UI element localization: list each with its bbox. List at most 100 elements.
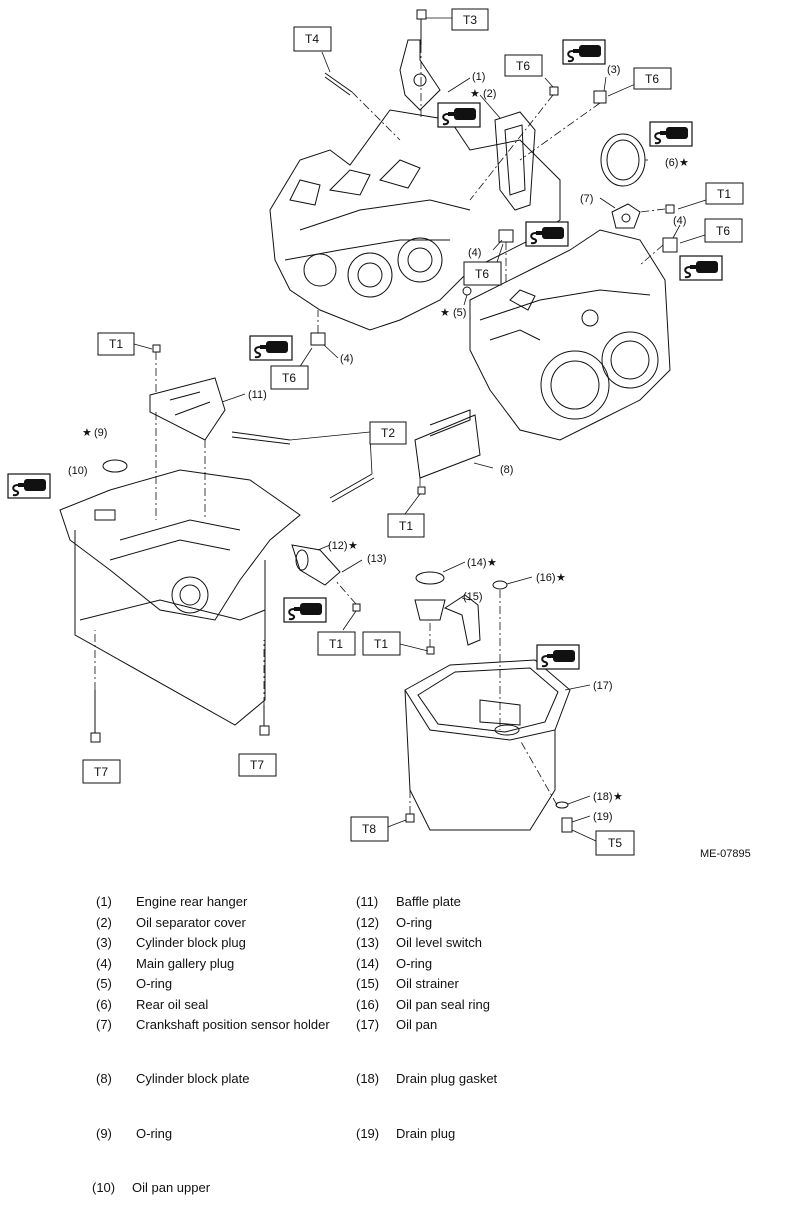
- part-callouts: (1) (2) ★ (3) (6) ★ (7) (4) (4) (5) ★ (4…: [68, 64, 689, 823]
- svg-text:T4: T4: [305, 32, 319, 46]
- callout-13: (13): [367, 553, 387, 565]
- upper-block-outline: [269, 109, 561, 331]
- legend-name: Oil strainer: [396, 976, 459, 991]
- svg-text:T1: T1: [374, 637, 388, 651]
- callout-9: (9): [94, 427, 107, 439]
- legend-name: Oil pan upper: [132, 1180, 211, 1195]
- legend-number: (11): [356, 894, 379, 909]
- svg-text:T2: T2: [381, 426, 395, 440]
- legend-number: (10): [92, 1180, 116, 1195]
- callout-16: (16): [536, 572, 556, 584]
- legend-name: Baffle plate: [396, 894, 461, 909]
- svg-text:T6: T6: [645, 72, 659, 86]
- sealant-icon: [562, 39, 606, 65]
- callout-2: (2): [483, 88, 496, 100]
- svg-text:T1: T1: [717, 187, 731, 201]
- torque-tag-t6: T6: [463, 261, 502, 286]
- svg-text:T1: T1: [399, 519, 413, 533]
- legend-name: Engine rear hanger: [136, 894, 248, 909]
- oil-level-switch: [291, 544, 341, 586]
- callout-17: (17): [593, 680, 613, 692]
- legend-name: O-ring: [396, 915, 433, 930]
- torque-tag-t5: T5: [595, 830, 635, 856]
- torque-tag-t7: T7: [82, 759, 121, 784]
- callout-14: (14): [467, 557, 487, 569]
- legend-name: O-ring: [396, 956, 433, 971]
- legend-number: (5): [96, 976, 112, 991]
- callout-7: (7): [580, 193, 593, 205]
- callout-19: (19): [593, 811, 613, 823]
- star-14: ★: [487, 557, 497, 569]
- star-16: ★: [556, 572, 566, 584]
- callout-4: (4): [468, 247, 481, 259]
- torque-tag-t6: T6: [504, 54, 543, 77]
- legend-name: Rear oil seal: [136, 997, 209, 1012]
- sealant-icon: [437, 102, 481, 128]
- legend-number: (14): [356, 956, 380, 971]
- legend-name: Cylinder block plug: [136, 935, 246, 950]
- legend-name: Main gallery plug: [136, 956, 235, 971]
- svg-text:T6: T6: [475, 267, 489, 281]
- sealant-icon: [679, 255, 723, 281]
- svg-text:T1: T1: [329, 637, 343, 651]
- callout-10: (10): [68, 465, 88, 477]
- crank-sensor-holder: [611, 203, 641, 229]
- legend-number: (8): [96, 1071, 112, 1086]
- fasteners: [90, 9, 678, 823]
- legend-name: Oil separator cover: [136, 915, 246, 930]
- legend-name: Crankshaft position sensor holder: [136, 1017, 330, 1032]
- legend-number: (9): [96, 1126, 112, 1141]
- sealant-icon: [283, 597, 327, 623]
- sealant-icon: [525, 221, 569, 247]
- legend-number: (16): [356, 997, 380, 1012]
- torque-tag-t1: T1: [317, 631, 356, 656]
- oil-pan-upper: [59, 469, 301, 621]
- star-9: ★: [82, 427, 92, 439]
- torque-tag-t3: T3: [451, 8, 489, 31]
- legend-number: (12): [356, 915, 380, 930]
- legend-number: (19): [356, 1126, 380, 1141]
- legend-name: O-ring: [136, 1126, 173, 1141]
- torque-tag-t4: T4: [293, 26, 332, 52]
- rear-oil-seal: [600, 133, 646, 187]
- callout-18: (18): [593, 791, 613, 803]
- baffle-plate: [149, 377, 226, 441]
- leader-lines: [133, 17, 707, 842]
- legend-name: Drain plug gasket: [396, 1071, 498, 1086]
- torque-tag-t6: T6: [704, 218, 743, 243]
- legend-name: O-ring: [136, 976, 173, 991]
- callout-4: (4): [340, 353, 353, 365]
- callout-3: (3): [607, 64, 620, 76]
- star-12: ★: [348, 540, 358, 552]
- parts-legend: (1) Engine rear hanger (2) Oil separator c…: [0, 890, 788, 1205]
- engine-parts-drawing: [59, 39, 671, 833]
- callout-15: (15): [463, 591, 483, 603]
- legend-name: Cylinder block plate: [136, 1071, 250, 1086]
- legend-number: (4): [96, 956, 112, 971]
- torque-tag-t6: T6: [270, 365, 309, 390]
- torque-tag-t1: T1: [97, 332, 135, 356]
- svg-text:T3: T3: [463, 13, 477, 27]
- callout-5: (5): [453, 307, 466, 319]
- torque-tag-t1: T1: [705, 182, 744, 205]
- legend-number: (3): [96, 935, 112, 950]
- callout-12: (12): [328, 540, 348, 552]
- svg-text:T5: T5: [608, 836, 622, 850]
- legend-number: (1): [96, 894, 112, 909]
- legend-number: (15): [356, 976, 380, 991]
- torque-tag-t8: T8: [350, 816, 389, 842]
- callout-11: (11): [248, 389, 267, 401]
- callout-1: (1): [472, 71, 485, 83]
- svg-text:T7: T7: [250, 758, 264, 772]
- torque-tag-t2: T2: [369, 421, 407, 445]
- torque-tags: T3 T4 T6 T6 T1 T6 T6 T1 T6 T2 T1 T1 T1 T…: [82, 8, 744, 856]
- oil-separator-cover: [494, 111, 536, 211]
- legend-number: (6): [96, 997, 112, 1012]
- legend-number: (18): [356, 1071, 380, 1086]
- legend-number: (2): [96, 915, 112, 930]
- legend-name: Oil pan: [396, 1017, 438, 1032]
- callout-4: (4): [673, 215, 686, 227]
- sealant-icon: [649, 121, 693, 147]
- torque-tag-t1: T1: [362, 631, 401, 656]
- callout-6: (6): [665, 157, 678, 169]
